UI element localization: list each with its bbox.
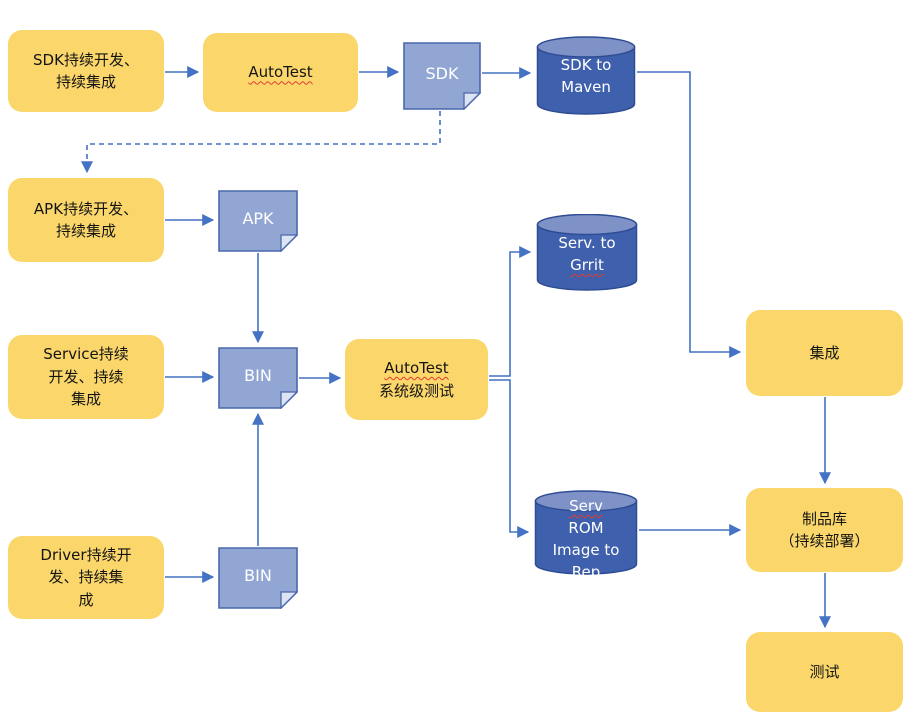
node-sdk-dev: SDK持续开发、 持续集成 [8,30,164,112]
node-test-label: 测试 [809,662,840,681]
edge-autotestsys-gerrit [489,246,532,377]
document-shape-icon [218,347,298,409]
node-apk-dev-label: APK持续开发、 持续集成 [33,199,139,241]
node-autotest-sys-label: AutoTest 系统级测试 [371,353,462,406]
cylinder-serv-rom-line4: Rep [571,563,601,576]
node-integration-label: 集成 [809,343,840,362]
doc-sdk-label: SDK [425,63,459,83]
node-test: 测试 [746,632,903,712]
database-cylinder-icon [536,36,636,115]
document-shape-icon [403,42,481,110]
doc-apk: APK [218,190,298,252]
cylinder-serv-rom-line1: Serv [569,497,603,515]
node-autotest: AutoTest [203,33,358,112]
document-shape-icon [218,547,298,609]
cylinder-serv-to-gerrit-line2: Grrit [570,256,604,274]
cylinder-serv-rom-line2: ROM [568,519,604,537]
node-autotest-sys-line2: 系统级测试 [378,381,454,400]
node-driver-dev: Driver持续开 发、持续集 成 [8,536,164,619]
doc-bin-driver: BIN [218,547,298,609]
cylinder-serv-rom-image-label: Serv ROM Image to Rep [534,490,638,576]
node-apk-dev: APK持续开发、 持续集成 [8,178,164,262]
cylinder-serv-to-gerrit: Serv. to Grrit [536,214,638,291]
document-shape-icon [218,190,298,252]
node-autotest-sys-line1: AutoTest [384,359,449,377]
cylinder-serv-rom-image: Serv ROM Image to Rep [534,490,638,576]
node-service-dev-label: Service持续 开发、持续 集成 [43,345,129,409]
doc-sdk: SDK [403,42,481,110]
cylinder-serv-to-gerrit-label: Serv. to Grrit [536,214,638,291]
database-cylinder-icon [536,214,638,291]
cylinder-serv-rom-line3: Image to [552,541,620,559]
cylinder-serv-to-gerrit-line1: Serv. to [558,234,616,252]
edge-maven-integration [637,71,742,358]
database-cylinder-icon [534,490,638,575]
cylinder-sdk-to-maven-label: SDK to Maven [560,56,612,96]
node-driver-dev-label: Driver持续开 发、持续集 成 [40,545,132,609]
node-artifact-repo: 制品库 （持续部署） [746,488,903,572]
doc-bin-driver-label: BIN [244,565,272,585]
edge-autotestsys-rom [489,379,530,538]
doc-bin-service-label: BIN [244,365,272,385]
node-autotest-label: AutoTest [248,63,313,82]
node-service-dev: Service持续 开发、持续 集成 [8,335,164,419]
doc-bin-service: BIN [218,347,298,409]
edge-sdkdoc-apkdev-dashed [81,111,441,174]
node-artifact-repo-label: 制品库 （持续部署） [779,509,870,551]
node-integration: 集成 [746,310,903,396]
node-autotest-sys: AutoTest 系统级测试 [345,339,488,420]
cylinder-sdk-to-maven: SDK to Maven [536,36,636,115]
node-sdk-dev-label: SDK持续开发、 持续集成 [33,50,139,92]
doc-apk-label: APK [242,208,274,228]
